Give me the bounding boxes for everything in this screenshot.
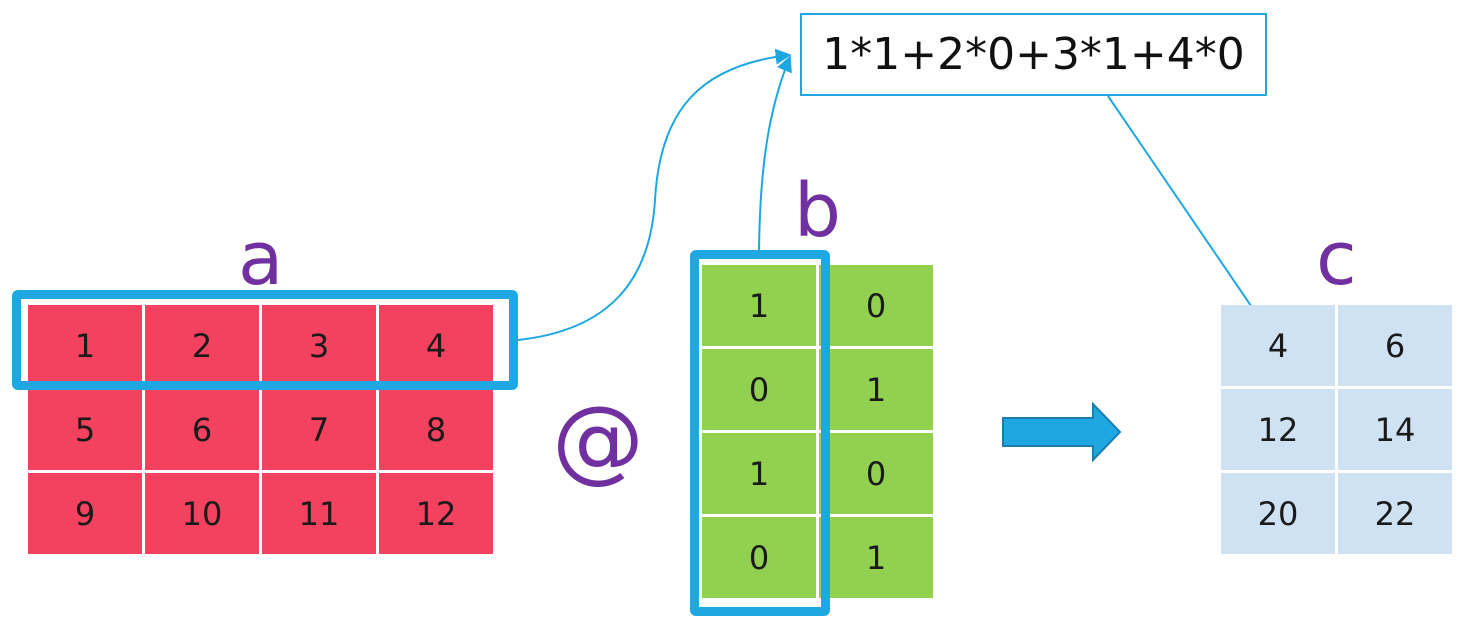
matrix-b-cell: 0	[702, 517, 819, 601]
matrix-a-cell: 12	[379, 473, 496, 557]
matrix-b-cell: 0	[702, 349, 819, 433]
matrix-a-cell: 1	[28, 305, 145, 389]
matrix-a-cell: 6	[145, 389, 262, 473]
matrix-a-cell: 4	[379, 305, 496, 389]
matrix-b-cell: 1	[819, 349, 936, 433]
matrix-a: 1 2 3 4 5 6 7 8 9 10 11 12	[28, 305, 496, 557]
result-arrow-icon	[1002, 401, 1122, 463]
matrix-c-cell: 4	[1221, 305, 1338, 389]
matrix-c-cell: 12	[1221, 389, 1338, 473]
matrix-c-cell: 6	[1338, 305, 1455, 389]
row-to-formula-arrow	[517, 48, 792, 341]
matrix-b-cell: 0	[819, 433, 936, 517]
matrix-c-cell: 14	[1338, 389, 1455, 473]
matrix-a-cell: 8	[379, 389, 496, 473]
matrix-a-cell: 10	[145, 473, 262, 557]
matrix-a-cell: 7	[262, 389, 379, 473]
formula-box: 1*1+2*0+3*1+4*0	[800, 13, 1267, 96]
matrix-c-label: c	[1316, 216, 1357, 302]
matrix-b-cell: 1	[819, 517, 936, 601]
matrix-a-cell: 3	[262, 305, 379, 389]
matmul-operator: @	[552, 386, 644, 493]
matrix-a-cell: 5	[28, 389, 145, 473]
formula-to-result-arrow	[1107, 95, 1263, 324]
matrix-a-cell: 2	[145, 305, 262, 389]
row-highlight	[12, 290, 518, 390]
matrix-b-cell: 1	[702, 433, 819, 517]
column-highlight	[690, 250, 830, 616]
matrix-c-cell: 22	[1338, 473, 1455, 557]
matrix-c-cell: 20	[1221, 473, 1338, 557]
matrix-b-cell: 0	[819, 265, 936, 349]
matrix-b-label: b	[794, 168, 841, 254]
matrix-a-cell: 11	[262, 473, 379, 557]
matrix-a-label: a	[238, 216, 284, 302]
matrix-c: 4 6 12 14 20 22	[1221, 305, 1455, 557]
matrix-a-cell: 9	[28, 473, 145, 557]
column-to-formula-arrow	[758, 55, 792, 251]
matrix-b-cell: 1	[702, 265, 819, 349]
matrix-b: 1 0 0 1 1 0 0 1	[702, 265, 936, 601]
